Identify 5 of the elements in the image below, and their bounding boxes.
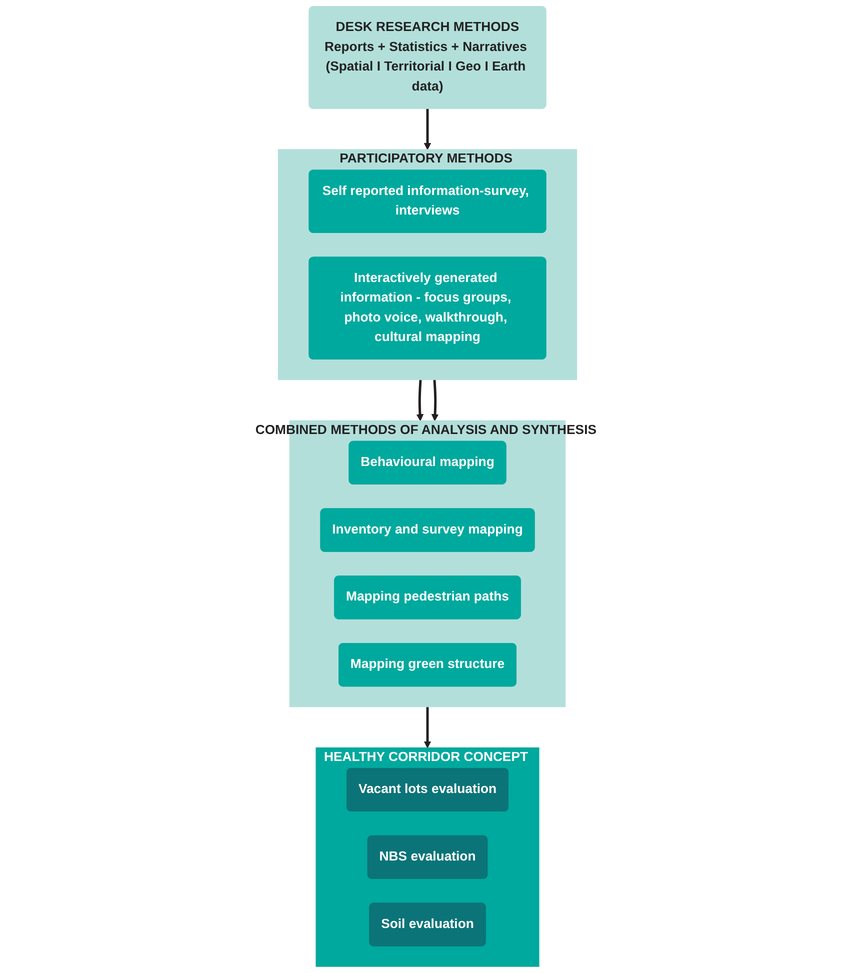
arrow <box>424 706 432 748</box>
arrow <box>424 108 432 150</box>
arrow <box>416 380 424 422</box>
arrow <box>431 380 439 422</box>
node-label: COMBINED METHODS OF ANALYSIS AND SYNTHESIS <box>255 423 597 438</box>
